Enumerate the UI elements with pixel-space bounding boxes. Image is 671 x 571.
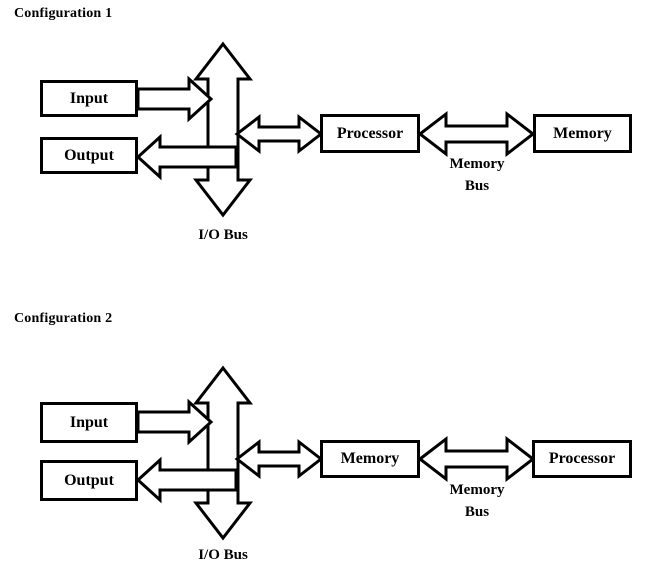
input-to-bus-arrow-config1 bbox=[136, 75, 214, 123]
config2-processor-box[interactable]: Processor bbox=[532, 440, 632, 478]
config1-title: Configuration 1 bbox=[14, 6, 113, 21]
memory-bus-arrow-config1 bbox=[417, 110, 536, 158]
io-bus-vertical-arrow-config1 bbox=[192, 41, 254, 218]
config1-processor-box[interactable]: Processor bbox=[320, 114, 420, 153]
bus-to-memory-arrow-config2 bbox=[234, 438, 324, 480]
config1-io-bus-label: I/O Bus bbox=[198, 227, 248, 243]
input-to-bus-arrow-config2 bbox=[136, 398, 214, 446]
config2-memory-bus-label-line2: Bus bbox=[464, 504, 490, 520]
io-bus-vertical-arrow-config2 bbox=[192, 365, 254, 541]
config2-io-bus-label: I/O Bus bbox=[198, 547, 248, 563]
bus-to-processor-arrow-config1 bbox=[234, 113, 324, 155]
config1-memory-box[interactable]: Memory bbox=[533, 114, 632, 153]
config2-memory-bus-label-line1: Memory bbox=[449, 482, 505, 498]
config1-input-box[interactable]: Input bbox=[40, 80, 138, 117]
config1-output-box[interactable]: Output bbox=[40, 137, 138, 174]
config2-title: Configuration 2 bbox=[14, 311, 113, 326]
config1-memory-bus-label-line2: Bus bbox=[464, 178, 490, 194]
config2-input-box[interactable]: Input bbox=[40, 402, 138, 443]
bus-to-output-arrow-config2 bbox=[135, 456, 238, 504]
bus-to-output-arrow-config1 bbox=[135, 133, 238, 181]
memory-bus-arrow-config2 bbox=[417, 435, 536, 483]
config2-memory-box[interactable]: Memory bbox=[320, 440, 420, 478]
config2-output-box[interactable]: Output bbox=[40, 460, 138, 501]
config1-memory-bus-label-line1: Memory bbox=[449, 156, 505, 172]
